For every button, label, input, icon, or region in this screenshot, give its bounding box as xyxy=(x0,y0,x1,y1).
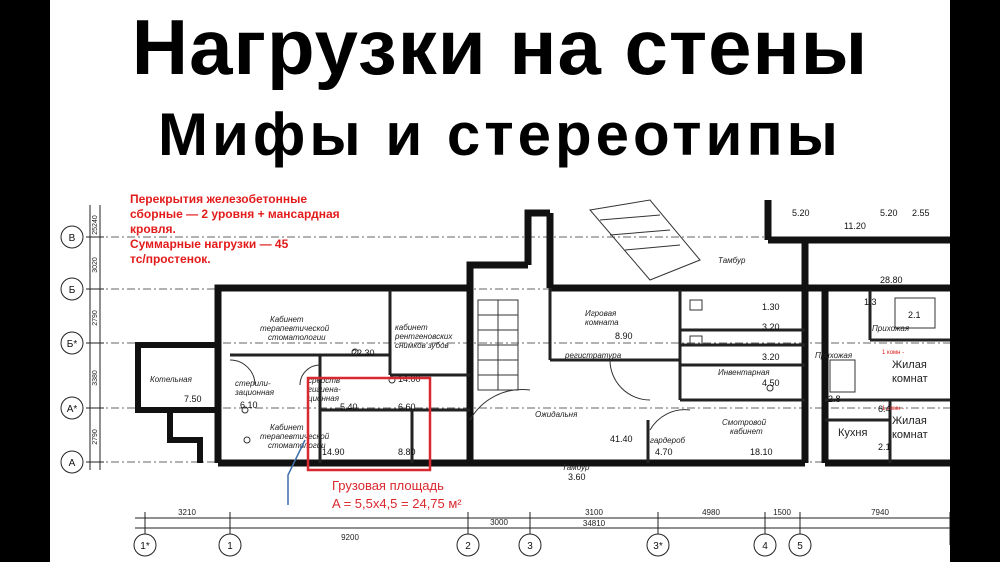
col-dim-0: 3210 xyxy=(178,508,196,517)
room-area: 2.55 xyxy=(912,208,930,218)
col-label-5: 5 xyxy=(797,541,803,552)
room-label: Тамбур xyxy=(718,256,746,265)
room-label: стерили- xyxy=(235,379,271,388)
room-label: Прихожая xyxy=(815,351,853,360)
row-dim-3: 3380 xyxy=(92,370,99,386)
room-area: 2.8 xyxy=(828,394,841,404)
slide: В Б Б* А* А 1* 1 2 3 3* 4 5 25240 3020 2… xyxy=(50,0,950,562)
room-area: 8.90 xyxy=(615,331,633,341)
row-dim-1: 3020 xyxy=(92,257,99,273)
row-label-b-star: Б* xyxy=(67,339,78,350)
room-area: 3.60 xyxy=(568,472,586,482)
col-label-3: 3 xyxy=(527,541,533,552)
room-label: Жилая xyxy=(892,415,927,427)
row-axis-markers xyxy=(60,225,84,474)
room-area: 14.90 xyxy=(322,447,345,457)
room-area: 4.50 xyxy=(762,378,780,388)
title-line-1: Нагрузки на стены xyxy=(131,3,869,91)
total-dim: 34810 xyxy=(583,519,606,528)
row-label-a-star: А* xyxy=(67,404,78,415)
room-label: Прихожая xyxy=(872,324,910,333)
room-label: ционная xyxy=(308,394,340,403)
room-label: Кабинет xyxy=(270,315,304,324)
room-label: средств xyxy=(308,376,340,385)
row-label-v: В xyxy=(69,233,76,244)
room-area: 4.70 xyxy=(655,447,673,457)
room-label: зационная xyxy=(234,388,275,397)
room-area: 11.20 xyxy=(844,221,866,231)
load-area-arrow xyxy=(287,439,306,505)
title-line-2: Мифы и стереотипы xyxy=(158,101,842,168)
room-area: 41.40 xyxy=(610,434,633,444)
room-area: 1.30 xyxy=(762,302,780,312)
room-label: рентгеновских xyxy=(394,332,453,341)
room-label: кабинет xyxy=(395,323,428,332)
room-label: Смотровой xyxy=(722,418,767,427)
note-line-1: Перекрытия железобетонные xyxy=(130,192,307,206)
room-area: 2.1 xyxy=(908,310,921,320)
room-label: Игровая xyxy=(585,309,617,318)
col-label-4: 4 xyxy=(762,541,768,552)
row-label-b: Б xyxy=(69,285,76,296)
room-label: комнат xyxy=(892,373,928,385)
col-dim-2: 3000 xyxy=(490,518,508,527)
load-area-box xyxy=(306,376,432,472)
room-label: снимков зубов xyxy=(395,341,449,350)
room-label: 1 комн - xyxy=(882,406,904,412)
room-label: регистратура xyxy=(564,351,622,360)
room-label: Ожидальня xyxy=(535,410,578,419)
col-dim-3: 3100 xyxy=(585,508,603,517)
load-area-formula: A = 5,5x4,5 = 24,75 м² xyxy=(332,496,462,511)
row-dim-4: 2790 xyxy=(92,429,99,445)
col-dim-5: 1500 xyxy=(773,508,791,517)
room-label: стоматологии xyxy=(268,441,326,450)
floor-plan: В Б Б* А* А 1* 1 2 3 3* 4 5 25240 3020 2… xyxy=(60,192,950,557)
note-line-3: кровля. xyxy=(130,222,176,236)
load-area-label: Грузовая площадь xyxy=(332,478,444,493)
room-label: Кабинет xyxy=(270,423,304,432)
room-label: Котельная xyxy=(150,375,193,384)
room-area: 22.30 xyxy=(352,348,375,358)
col-label-1-star: 1* xyxy=(140,541,150,552)
col-dim-4: 4980 xyxy=(702,508,720,517)
room-area: 2.1 xyxy=(878,442,891,452)
room-area: 5.20 xyxy=(792,208,810,218)
room-area: 6.10 xyxy=(240,400,258,410)
room-label: комнат xyxy=(892,429,928,441)
col-label-3-star: 3* xyxy=(653,541,663,552)
row-label-a: А xyxy=(69,458,76,469)
room-label: гардероб xyxy=(650,436,686,445)
col-label-2: 2 xyxy=(465,541,471,552)
room-area: 7.50 xyxy=(184,394,202,404)
room-area: 6.60 xyxy=(398,402,416,412)
room-area: 28.80 xyxy=(880,275,903,285)
room-label: терапевтической xyxy=(260,324,330,333)
col-label-1: 1 xyxy=(227,541,233,552)
room-area: 1.3 xyxy=(864,297,877,307)
col-dim-6: 7940 xyxy=(871,508,889,517)
room-label: терапевтической xyxy=(260,432,330,441)
room-label: гигиена- xyxy=(308,385,341,394)
room-area: 3.20 xyxy=(762,322,780,332)
room-label: Инвентарная xyxy=(718,368,770,377)
room-area: 5.20 xyxy=(880,208,898,218)
room-area: 6.4 xyxy=(878,404,891,414)
room-area: 3.20 xyxy=(762,352,780,362)
note-line-5: тс/простенок. xyxy=(130,252,211,266)
col-dim-1: 9200 xyxy=(341,533,359,542)
room-label: 1 комн - xyxy=(882,350,904,356)
room-label: Жилая xyxy=(892,359,927,371)
room-area: 8.80 xyxy=(398,447,416,457)
room-label: кабинет xyxy=(730,427,763,436)
room-area: 18.10 xyxy=(750,447,773,457)
room-label: Тамбур xyxy=(562,463,590,472)
note-line-2: сборные — 2 уровня + мансардная xyxy=(130,207,340,221)
note-line-4: Суммарные нагрузки — 45 xyxy=(130,237,289,251)
row-dim-0: 25240 xyxy=(92,215,99,235)
row-dim-2: 2790 xyxy=(92,310,99,326)
room-area: 5.40 xyxy=(340,402,358,412)
room-label: Кухня xyxy=(838,427,867,439)
room-label: стоматологии xyxy=(268,333,326,342)
room-label: комната xyxy=(585,318,619,327)
